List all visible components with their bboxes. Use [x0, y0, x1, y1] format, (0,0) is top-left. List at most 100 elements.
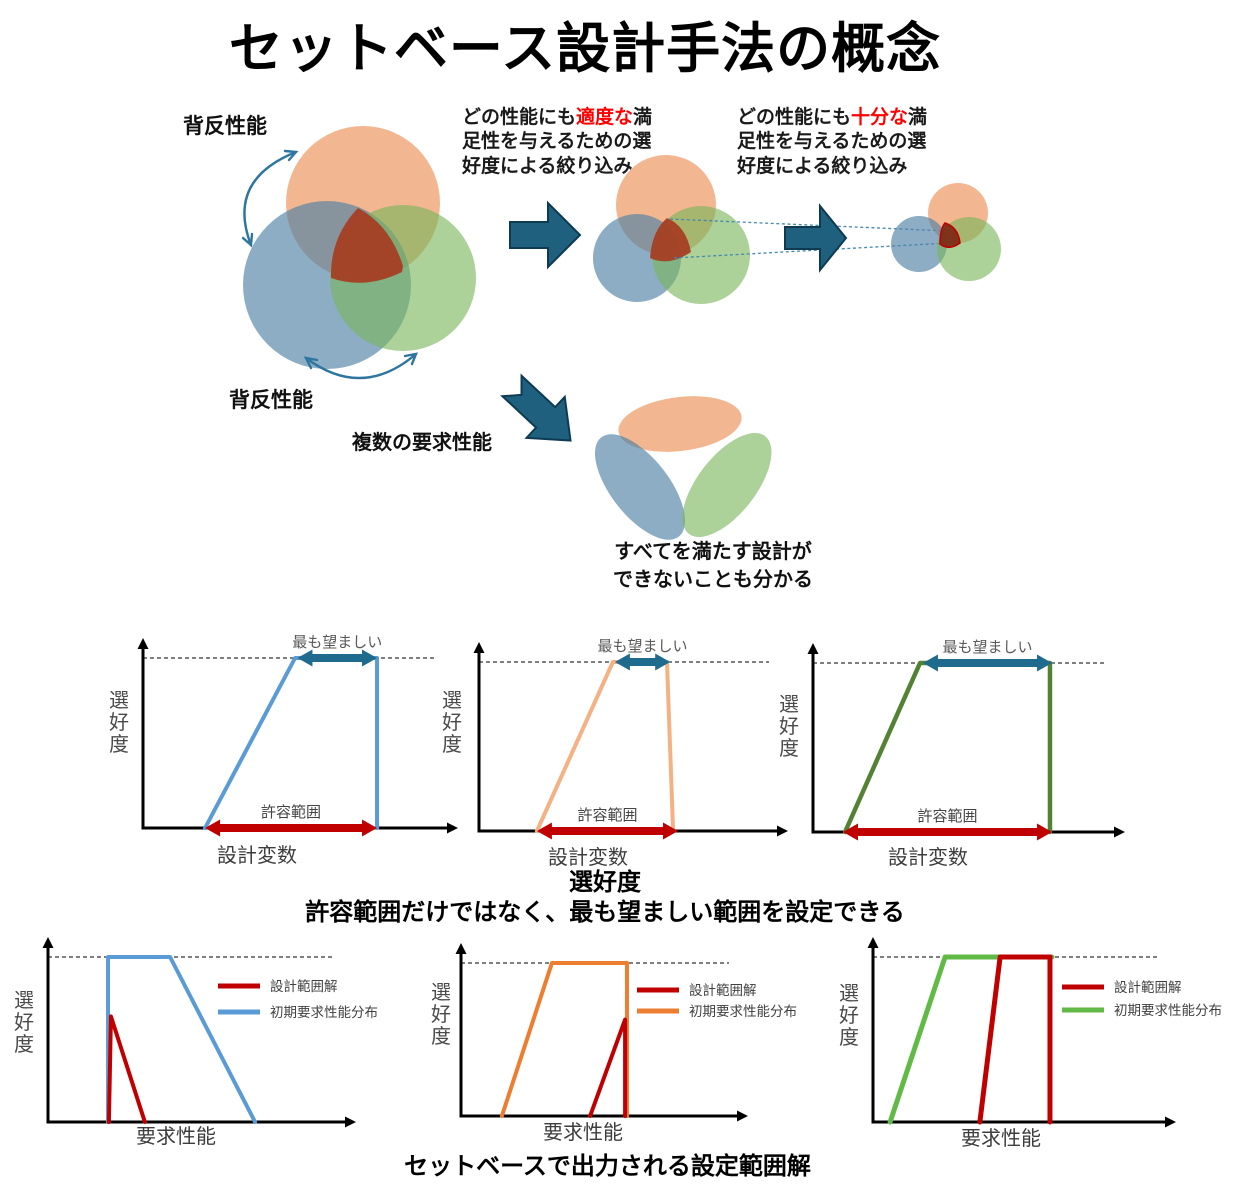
annotation-sufficient-prefix: どの性能にも — [737, 107, 852, 128]
desired_range-label: 最も望ましい — [942, 639, 1032, 656]
legend-label: 初期要求性能分布 — [689, 1003, 797, 1019]
infeasible-label: すべてを満たす設計が できないことも分かる — [613, 541, 813, 592]
down-right-arrow — [500, 373, 572, 442]
series-line — [203, 656, 380, 830]
legend-label: 初期要求性能分布 — [270, 1004, 378, 1020]
annotation-moderate: どの性能にも適度な満足性を与えるための選好度による絞り込み — [462, 106, 664, 179]
y-axis-label-char: 好 — [109, 711, 129, 734]
y-axis-arrowhead — [137, 638, 149, 649]
multiple-requirements-label: 複数の要求性能 — [352, 432, 492, 454]
series-line — [106, 955, 258, 1124]
desired_range-arrowhead-left — [297, 649, 313, 667]
desired_range-label: 最も望ましい — [598, 638, 688, 655]
allowable_range-arrowhead-right — [1037, 823, 1053, 841]
series-line — [887, 954, 1055, 1125]
venn-small — [891, 183, 1001, 281]
series-line — [106, 1014, 147, 1124]
allowable_range-arrowhead-left — [536, 822, 552, 840]
annotation-sufficient-rest: 満足性を与えるための選好度による絞り込み — [737, 107, 928, 177]
annotation-moderate-rest: 満足性を与えるための選好度による絞り込み — [462, 107, 653, 177]
x-axis-arrowhead — [1165, 1116, 1176, 1128]
venn-middle — [593, 155, 750, 304]
desired_range-arrowhead-right — [655, 653, 671, 671]
desired_range-arrowhead-left — [922, 654, 938, 672]
x-axis-label: 設計変数 — [548, 846, 628, 869]
y-axis-label-char: 度 — [779, 737, 799, 760]
y-axis-label-char: 好 — [442, 711, 462, 734]
x-axis-label: 設計変数 — [217, 844, 297, 867]
desired_range-arrowhead-right — [1037, 654, 1053, 672]
desired_range-arrowhead-right — [362, 649, 378, 667]
charts-layer: 最も望ましい許容範囲設計変数選好度最も望ましい許容範囲設計変数選好度最も望ましい… — [14, 634, 1222, 1150]
venn-small-center-region — [939, 222, 961, 249]
y-axis-label-char: 度 — [14, 1033, 34, 1056]
y-axis-label-char: 選 — [431, 981, 451, 1004]
x-axis-label: 要求性能 — [961, 1127, 1041, 1150]
allowable_range-arrowhead-right — [362, 819, 378, 837]
tradeoff-label-bottom: 背反性能 — [229, 389, 313, 412]
allowable_range-label: 許容範囲 — [261, 803, 321, 821]
legend-label: 設計範囲解 — [689, 983, 757, 998]
bottom-caption: セットベースで出力される設定範囲解 — [404, 1153, 811, 1180]
allowable_range-arrowhead-right — [663, 822, 679, 840]
y-axis-label-char: 選 — [779, 693, 799, 716]
tradeoff-label-top: 背反性能 — [183, 115, 267, 138]
legend-label: 設計範囲解 — [270, 979, 338, 994]
annotation-moderate-prefix: どの性能にも — [462, 107, 577, 128]
series-line — [842, 660, 1053, 835]
y-axis-label-char: 度 — [109, 733, 129, 756]
y-axis-label-char: 度 — [839, 1026, 859, 1049]
annotation-sufficient-highlight: 十分な — [851, 107, 909, 128]
tradeoff-arrow-bottom — [303, 352, 418, 380]
desired_range-label: 最も望ましい — [292, 634, 382, 651]
preference-caption-line1: 選好度 — [569, 869, 641, 896]
x-axis-arrowhead — [737, 1110, 748, 1122]
ellipse-blue — [594, 434, 686, 540]
y-axis-label-char: 好 — [431, 1003, 451, 1026]
right-arrow-2 — [784, 203, 848, 273]
y-axis-label-char: 好 — [14, 1011, 34, 1034]
annotation-moderate-highlight: 適度な — [576, 107, 634, 128]
venn-large-center-region — [330, 208, 403, 283]
series-line — [534, 660, 676, 833]
x-axis-label: 要求性能 — [543, 1121, 623, 1144]
series-line — [499, 961, 629, 1118]
x-axis-arrowhead — [1114, 826, 1125, 838]
desired_range-arrowhead-left — [614, 653, 630, 671]
venn-large — [243, 126, 476, 369]
y-axis-label-char: 好 — [779, 715, 799, 738]
legend-label: 初期要求性能分布 — [1114, 1002, 1222, 1018]
series-line — [977, 954, 1053, 1125]
x-axis-label: 要求性能 — [136, 1125, 216, 1148]
annotation-sufficient: どの性能にも十分な満足性を与えるための選好度による絞り込み — [737, 106, 939, 179]
venn-small-blue-circle — [891, 216, 947, 272]
y-axis-label-char: 選 — [109, 689, 129, 712]
y-axis-label-char: 選 — [839, 982, 859, 1005]
y-axis-arrowhead — [807, 643, 819, 654]
allowable_range-label: 許容範囲 — [917, 807, 977, 825]
y-axis-arrowhead — [42, 937, 54, 948]
y-axis-arrowhead — [455, 943, 467, 954]
y-axis-arrowhead — [867, 937, 879, 948]
x-axis-arrowhead — [777, 825, 788, 837]
x-axis-arrowhead — [447, 822, 458, 834]
x-axis-label: 設計変数 — [888, 846, 968, 869]
tradeoff-arrow-left — [241, 149, 299, 248]
y-axis-label-char: 選 — [442, 689, 462, 712]
legend-label: 設計範囲解 — [1114, 980, 1182, 995]
y-axis-label-char: 度 — [442, 733, 462, 756]
preference-caption-line2: 許容範囲だけではなく、最も望ましい範囲を設定できる — [305, 899, 905, 926]
infeasible-ellipses — [594, 396, 772, 540]
allowable_range-arrowhead-left — [205, 819, 221, 837]
y-axis-label-char: 選 — [14, 989, 34, 1012]
y-axis-label-char: 度 — [431, 1025, 451, 1048]
right-arrow-1 — [509, 200, 582, 270]
